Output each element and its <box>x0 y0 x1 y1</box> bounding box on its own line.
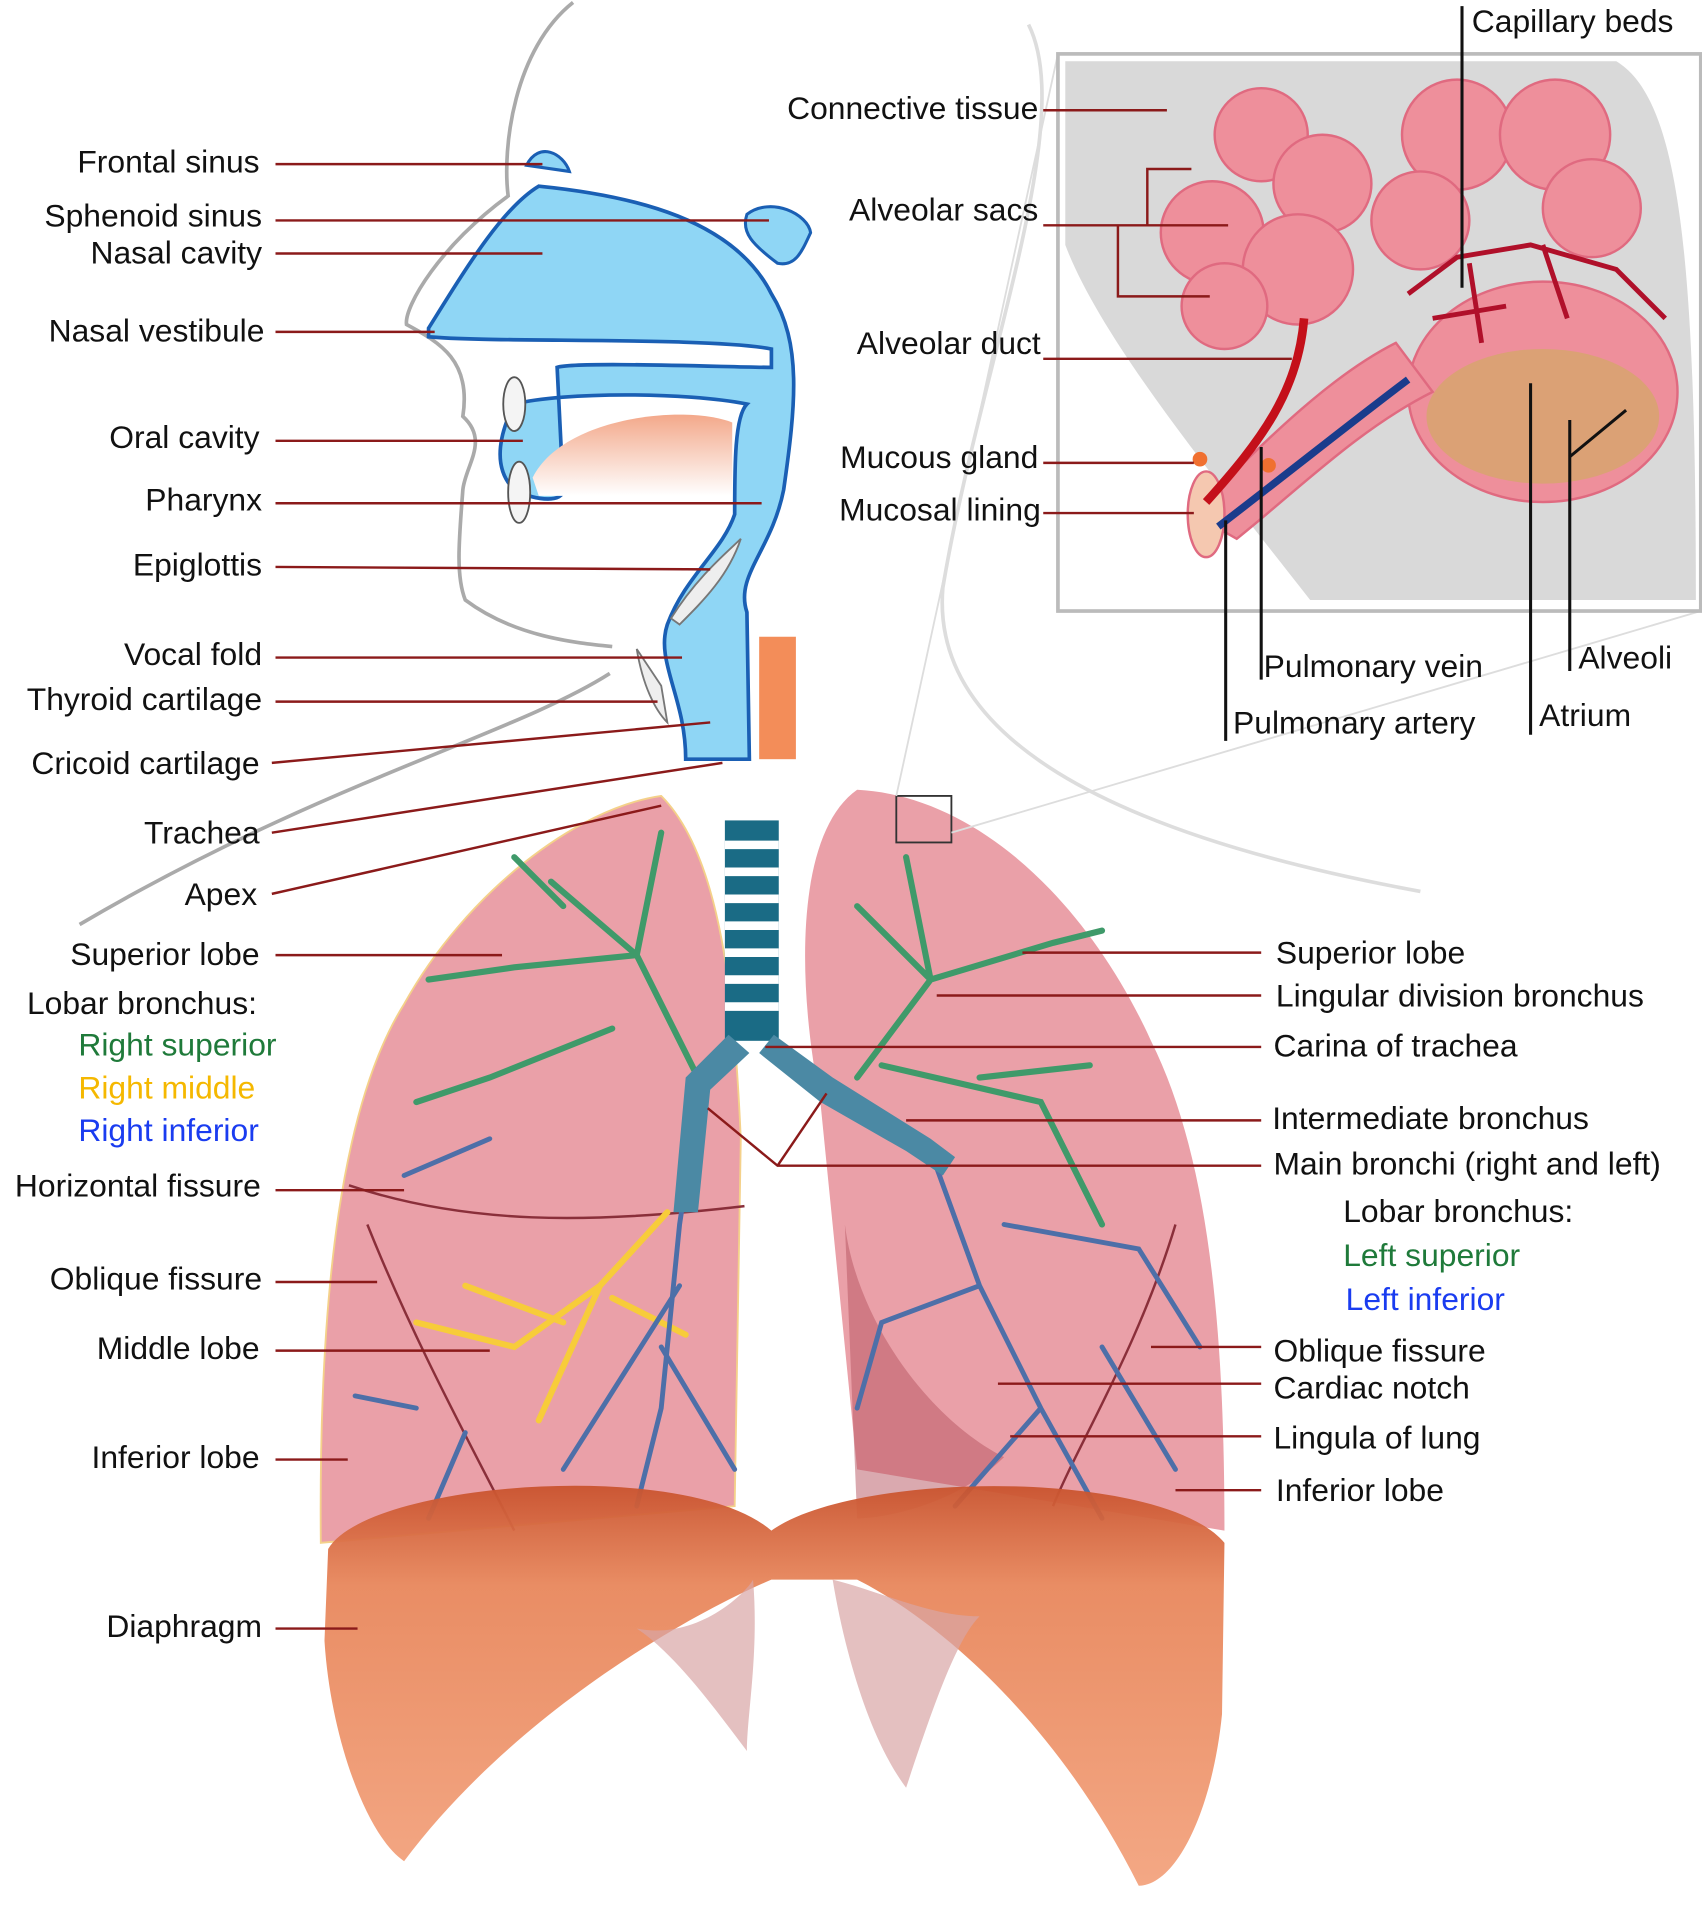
label-right-superior: Right superior <box>78 1027 277 1063</box>
right-leader-lines <box>706 109 1292 1492</box>
label-main-bronchi: Main bronchi (right and left) <box>1273 1145 1660 1181</box>
label-pulmonary-vein: Pulmonary vein <box>1264 648 1483 684</box>
label-capillary-beds: Capillary beds <box>1472 3 1674 39</box>
label-oral-cavity: Oral cavity <box>109 419 259 455</box>
label-inferior-lobe-left: Inferior lobe <box>1276 1472 1444 1508</box>
label-apex: Apex <box>185 876 258 912</box>
label-cardiac-notch: Cardiac notch <box>1273 1369 1469 1405</box>
left-lung <box>805 789 1225 1531</box>
label-right-middle: Right middle <box>78 1069 255 1105</box>
label-sphenoid-sinus: Sphenoid sinus <box>44 198 262 234</box>
label-nasal-vestibule: Nasal vestibule <box>49 313 265 349</box>
sphenoid-sinus-shape <box>743 205 813 266</box>
label-lobar-bronchus-left: Lobar bronchus: <box>1343 1193 1573 1229</box>
esophagus-red <box>759 636 796 760</box>
label-middle-lobe: Middle lobe <box>97 1330 260 1366</box>
label-inferior-lobe-right: Inferior lobe <box>92 1439 260 1475</box>
right-inferior-bronchus-tree <box>352 1099 738 1521</box>
label-mucous-gland: Mucous gland <box>840 439 1038 475</box>
label-superior-lobe-right: Superior lobe <box>70 936 259 972</box>
label-mucosal-lining: Mucosal lining <box>839 491 1041 527</box>
diaphragm-shape <box>324 1485 1225 1886</box>
label-nasal-cavity: Nasal cavity <box>90 234 262 270</box>
label-superior-lobe-left: Superior lobe <box>1276 935 1465 971</box>
tooth-upper <box>502 376 527 432</box>
label-right-inferior: Right inferior <box>78 1112 259 1148</box>
tooth-lower <box>507 460 532 524</box>
label-atrium: Atrium <box>1539 697 1631 733</box>
label-carina-of-trachea: Carina of trachea <box>1273 1028 1517 1064</box>
label-epiglottis: Epiglottis <box>133 547 262 583</box>
label-lingular-division-bronchus: Lingular division bronchus <box>1276 978 1644 1014</box>
epiglottis-shape <box>669 538 742 626</box>
label-trachea: Trachea <box>144 815 260 851</box>
label-alveolar-sacs: Alveolar sacs <box>849 191 1038 227</box>
label-oblique-fissure-left: Oblique fissure <box>1273 1333 1485 1369</box>
trachea <box>673 820 956 1213</box>
label-cricoid-cartilage: Cricoid cartilage <box>31 745 259 781</box>
frontal-sinus-shape <box>524 150 572 174</box>
label-alveolar-duct: Alveolar duct <box>857 325 1041 361</box>
label-frontal-sinus: Frontal sinus <box>77 144 259 180</box>
label-lingula-of-lung: Lingula of lung <box>1273 1420 1480 1456</box>
cardiac-notch-shadow <box>844 1224 1005 1519</box>
label-oblique-fissure-right: Oblique fissure <box>50 1260 262 1296</box>
right-superior-bronchus-tree <box>413 829 702 1106</box>
neck-outline <box>940 23 1421 894</box>
left-leader-lines <box>271 162 769 1630</box>
label-pharynx: Pharynx <box>145 482 262 518</box>
inset-black-leaders <box>1224 6 1628 741</box>
label-vocal-fold: Vocal fold <box>124 636 262 672</box>
label-connective-tissue: Connective tissue <box>787 90 1038 126</box>
label-alveoli: Alveoli <box>1578 640 1672 676</box>
oral-cavity-shape <box>532 414 733 496</box>
right-middle-bronchus-tree <box>413 1209 689 1424</box>
label-diaphragm: Diaphragm <box>106 1608 262 1644</box>
label-thyroid-cartilage: Thyroid cartilage <box>27 681 262 717</box>
left-inferior-bronchus-tree <box>854 1148 1203 1521</box>
label-horizontal-fissure: Horizontal fissure <box>15 1167 261 1203</box>
label-left-inferior: Left inferior <box>1346 1281 1506 1317</box>
left-superior-bronchus-tree <box>854 854 1106 1228</box>
label-lobar-bronchus-right: Lobar bronchus: <box>27 985 257 1021</box>
label-intermediate-bronchus: Intermediate bronchus <box>1272 1100 1589 1136</box>
label-left-superior: Left superior <box>1343 1237 1520 1273</box>
label-pulmonary-artery: Pulmonary artery <box>1233 704 1475 740</box>
head-outline <box>78 1 613 927</box>
alveoli-inset <box>1056 52 1702 613</box>
lung-zoom-marker <box>895 795 953 844</box>
nasal-cavity-shape <box>426 184 796 762</box>
oblique-fissure-left <box>1051 1224 1177 1507</box>
diaphragm-crus <box>636 1579 980 1788</box>
thyroid-cartilage-shape <box>635 648 669 726</box>
